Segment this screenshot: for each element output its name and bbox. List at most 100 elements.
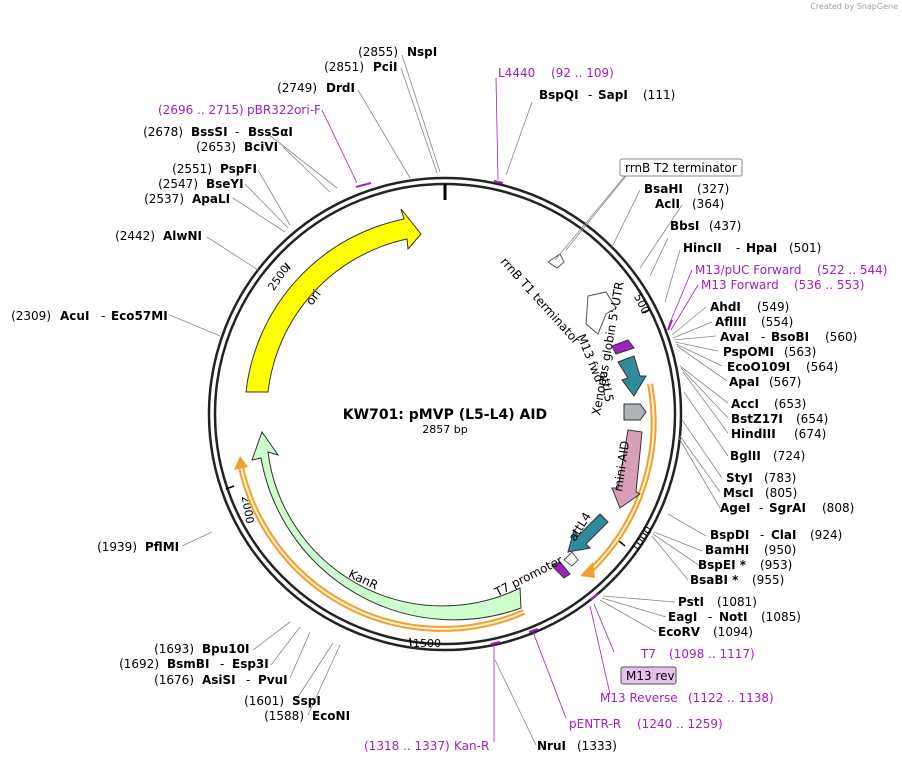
enzyme-bpu10i: (1693)Bpu10I xyxy=(154,642,249,656)
svg-text:-: - xyxy=(588,88,592,102)
snapgene-logo: SnapGene xyxy=(856,2,898,11)
svg-text:BsoBI: BsoBI xyxy=(771,330,809,344)
svg-text:(805): (805) xyxy=(765,486,797,500)
svg-text:PstI: PstI xyxy=(678,595,704,609)
svg-text:BsmBI: BsmBI xyxy=(167,657,209,671)
svg-text:-: - xyxy=(759,501,763,515)
primer-pbr322ori-f: (2696 .. 2715)pBR322ori-F xyxy=(158,103,321,117)
svg-text:(2653): (2653) xyxy=(196,140,236,154)
svg-text:(924): (924) xyxy=(810,528,842,542)
svg-text:T7: T7 xyxy=(640,647,656,661)
svg-text:(1601): (1601) xyxy=(244,694,284,708)
enzyme-bstz17i: BstZ17I(654) xyxy=(731,412,828,426)
orange-arc-right-head xyxy=(580,562,595,578)
svg-text:(501): (501) xyxy=(789,241,821,255)
svg-text:(950): (950) xyxy=(764,543,796,557)
svg-text:SspI: SspI xyxy=(292,694,321,708)
svg-text:EcoO109I: EcoO109I xyxy=(727,360,790,374)
svg-text:AvaI: AvaI xyxy=(720,330,749,344)
svg-text:(953): (953) xyxy=(760,558,792,572)
enzyme-ecoo109i: EcoO109I (564) xyxy=(727,360,838,374)
svg-text:BsaHI: BsaHI xyxy=(644,182,683,196)
enzyme-nrui: NruI(1333) xyxy=(537,739,617,753)
svg-text:(536 .. 553): (536 .. 553) xyxy=(794,278,864,292)
primer-l4440: L4440 (92 .. 109) xyxy=(498,66,614,80)
svg-text:(2855): (2855) xyxy=(358,45,398,59)
svg-text:(554): (554) xyxy=(761,315,793,329)
svg-text:pENTR-R: pENTR-R xyxy=(569,717,621,731)
primer-leader-lines xyxy=(321,77,699,742)
svg-text:(653): (653) xyxy=(774,397,806,411)
enzyme-bspdi: BspDI-ClaI(924) xyxy=(710,528,842,542)
m13-rev-box: M13 rev xyxy=(620,666,677,685)
svg-text:-: - xyxy=(246,673,250,687)
backbone-outer xyxy=(207,176,683,652)
primer-pentr-r: pENTR-R (1240 .. 1259) xyxy=(569,717,723,731)
svg-text:(2851): (2851) xyxy=(324,60,364,74)
svg-text:AcuI: AcuI xyxy=(60,309,89,323)
svg-text:(564): (564) xyxy=(806,360,838,374)
enzyme-bseyi: (2547)BseYI xyxy=(158,177,244,191)
orange-arc-kanr-head xyxy=(234,456,248,470)
svg-text:AhdI: AhdI xyxy=(710,300,741,314)
plasmid-name: KW701: pMVP (L5-L4) AID xyxy=(343,407,547,423)
attl5-feature xyxy=(617,355,647,397)
rrnb-t2-leader xyxy=(554,175,626,261)
svg-text:Esp3I: Esp3I xyxy=(232,657,269,671)
enzyme-sspi: (1601) SspI xyxy=(244,694,321,708)
svg-text:-: - xyxy=(760,528,764,542)
t7-promoter-label: T7 promoter xyxy=(491,553,565,600)
svg-text:BspEI *: BspEI * xyxy=(698,558,747,572)
svg-text:(563): (563) xyxy=(784,345,816,359)
mini-aid-feature xyxy=(611,429,643,509)
primer-m13-puc-forward: M13/pUC Forward(522 .. 544) xyxy=(695,263,887,277)
primer-m13-reverse: M13 Reverse(1122 .. 1138) xyxy=(600,691,774,705)
svg-text:(1122 .. 1138): (1122 .. 1138) xyxy=(688,691,774,705)
svg-text:(92 .. 109): (92 .. 109) xyxy=(551,66,614,80)
svg-text:(522 .. 544): (522 .. 544) xyxy=(817,263,887,277)
svg-text:(674): (674) xyxy=(794,427,826,441)
svg-text:ApaLI: ApaLI xyxy=(192,192,230,206)
t7-primer-bar xyxy=(551,561,571,579)
enzyme-ahdi: AhdI(549) xyxy=(710,300,789,314)
svg-text:NotI: NotI xyxy=(719,610,748,624)
svg-text:BsaBI *: BsaBI * xyxy=(690,573,739,587)
enzyme-bspqi: BspQI-SapI(111) xyxy=(539,88,675,102)
svg-text:(560): (560) xyxy=(825,330,857,344)
svg-text:(1098 .. 1117): (1098 .. 1117) xyxy=(669,647,755,661)
svg-text:(567): (567) xyxy=(769,375,801,389)
svg-text:-: - xyxy=(220,657,224,671)
enzyme-apai: ApaI(567) xyxy=(729,375,801,389)
enzyme-bsabi: BsaBI *(955) xyxy=(690,573,784,587)
svg-text:(1240 .. 1259): (1240 .. 1259) xyxy=(637,717,723,731)
svg-text:AgeI: AgeI xyxy=(720,501,750,515)
svg-text:BspDI: BspDI xyxy=(710,528,749,542)
svg-text:PspFI: PspFI xyxy=(220,162,257,176)
svg-text:pBR322ori-F: pBR322ori-F xyxy=(247,103,321,117)
primer-marks xyxy=(355,180,673,645)
attl4-feature xyxy=(567,513,609,553)
svg-text:Kan-R: Kan-R xyxy=(454,739,489,753)
svg-text:(1333): (1333) xyxy=(577,739,617,753)
svg-text:-: - xyxy=(708,610,712,624)
svg-text:StyI: StyI xyxy=(726,471,753,485)
svg-text:BseYI: BseYI xyxy=(206,177,244,191)
svg-text:AflIII: AflIII xyxy=(715,315,747,329)
enzyme-drdi: (2749)DrdI xyxy=(277,81,355,95)
svg-text:PspOMI: PspOMI xyxy=(723,345,774,359)
xenopus-utr-feature xyxy=(623,403,647,421)
enzyme-bbsi: BbsI(437) xyxy=(670,219,741,233)
rrnb-t2-box: rrnB T2 terminator xyxy=(619,158,743,177)
position-ticks xyxy=(225,262,650,647)
svg-text:SapI: SapI xyxy=(598,88,628,102)
svg-text:Bpu10I: Bpu10I xyxy=(202,642,249,656)
svg-text:AsiSI: AsiSI xyxy=(202,673,236,687)
enzyme-bspei: BspEI * (953) xyxy=(698,558,792,572)
svg-text:AclI: AclI xyxy=(655,197,680,211)
enzyme-bcivi: (2653)BciVI xyxy=(196,140,278,154)
enzyme-bglii: BglII(724) xyxy=(730,449,805,463)
svg-text:BamHI: BamHI xyxy=(705,543,749,557)
svg-text:HindIII: HindIII xyxy=(731,427,776,441)
svg-text:L4440: L4440 xyxy=(498,66,535,80)
